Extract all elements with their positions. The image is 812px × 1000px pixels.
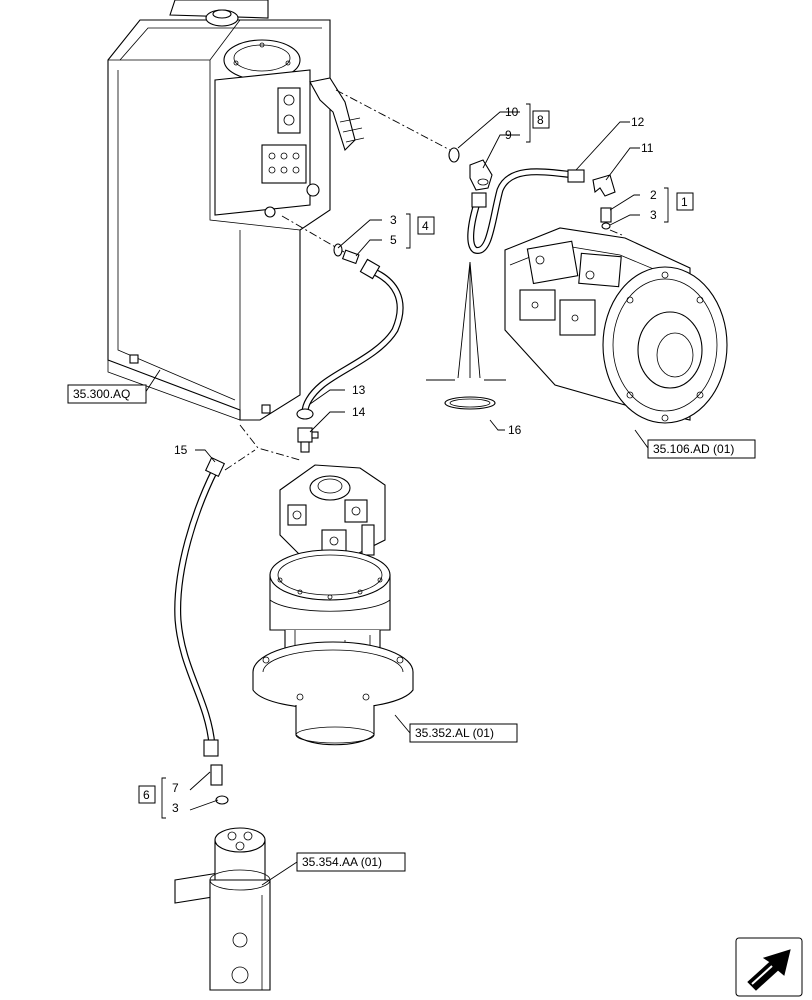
hydraulic-tank (107, 0, 365, 421)
hose-13 (296, 258, 404, 420)
callout-11: 11 (641, 141, 654, 155)
callout-12: 12 (631, 115, 645, 129)
callout-8: 8 (537, 113, 544, 127)
dash-line-motor-b (224, 449, 256, 471)
callout-4: 4 (422, 219, 429, 233)
fitting-7 (210, 764, 223, 786)
callout-1: 1 (681, 195, 688, 209)
main-pump (504, 227, 728, 424)
fitting-14 (297, 427, 319, 453)
ref-box-tank[interactable] (67, 384, 147, 404)
leader-lines (144, 103, 669, 886)
fitting-5 (333, 243, 360, 265)
callout-box-1 (676, 192, 694, 211)
swivel-joint (174, 827, 271, 991)
dash-line-tank-return (335, 89, 451, 151)
ref-swing-motor[interactable]: 35.352.AL (01) (415, 726, 494, 740)
ref-tank[interactable]: 35.300.AQ (73, 387, 130, 401)
callout-5: 5 (390, 233, 397, 247)
elbow-fitting-11 (592, 174, 616, 197)
o-ring-3-swivel (215, 795, 229, 805)
ref-swivel-joint[interactable]: 35.354.AA (01) (302, 855, 382, 869)
ref-box-swing-motor[interactable] (409, 723, 518, 743)
detail-bracket-16 (426, 261, 506, 410)
callout-3-swivel: 3 (172, 801, 179, 815)
hose-15 (174, 456, 226, 757)
callout-6: 6 (143, 788, 150, 802)
elbow-fitting-9 (469, 159, 493, 191)
callout-14: 14 (352, 405, 366, 419)
callout-3-tank: 3 (390, 213, 397, 227)
callout-16: 16 (508, 423, 522, 437)
next-page-arrow-icon[interactable] (735, 937, 803, 997)
callout-3-pump: 3 (650, 208, 657, 222)
callout-7: 7 (172, 781, 179, 795)
callout-box-8 (532, 110, 550, 129)
callout-9: 9 (505, 128, 512, 142)
callout-2: 2 (650, 188, 657, 202)
ref-pump[interactable]: 35.106.AD (01) (653, 442, 734, 456)
callout-10: 10 (505, 105, 519, 119)
fitting-2 (600, 207, 612, 223)
dash-line-tank-suction (281, 215, 345, 253)
o-ring-10 (448, 147, 460, 163)
pump-hose (467, 168, 585, 254)
callout-box-6 (138, 785, 156, 804)
o-ring-3-pump (601, 222, 611, 230)
dash-line-pump-port (609, 229, 623, 236)
callout-13: 13 (352, 383, 366, 397)
callout-15: 15 (174, 443, 188, 457)
ref-box-swivel-joint[interactable] (296, 852, 406, 872)
swing-motor (252, 464, 414, 746)
ref-box-pump[interactable] (647, 439, 756, 459)
callout-box-4 (417, 216, 435, 235)
dash-line-motor-a (239, 424, 301, 461)
